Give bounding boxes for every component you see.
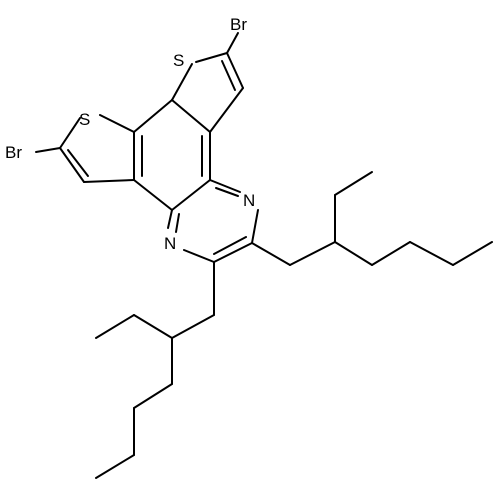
bond [171, 63, 193, 101]
bond [167, 209, 173, 229]
bond [95, 454, 135, 479]
sulfur-label: S [173, 51, 184, 70]
bond [171, 179, 211, 211]
bond [289, 241, 336, 266]
bond [195, 52, 228, 63]
bond [209, 179, 241, 193]
bond [67, 149, 89, 177]
bond [95, 314, 135, 339]
bond [215, 187, 239, 197]
bond [183, 249, 215, 263]
bond [59, 117, 81, 149]
bond [213, 236, 247, 255]
bond [133, 383, 173, 409]
bond [226, 52, 244, 89]
bond [334, 171, 373, 196]
bond [133, 314, 173, 339]
bond [251, 209, 259, 244]
sulfur-label: S [79, 110, 90, 129]
bond [213, 242, 253, 263]
bromine-label: Br [230, 15, 247, 34]
bond [171, 99, 211, 133]
bond [226, 32, 239, 54]
nitrogen-label: N [243, 191, 255, 210]
bond [175, 213, 180, 233]
atom-labels: Br S S Br N N [5, 15, 255, 253]
bonds [35, 32, 493, 479]
bromine-label: Br [5, 143, 22, 162]
bond [409, 241, 454, 266]
bond [133, 99, 173, 133]
bond [452, 241, 493, 266]
bond [99, 114, 135, 133]
bond [171, 314, 215, 339]
bond [371, 241, 411, 266]
bond [83, 179, 135, 183]
bond [221, 60, 236, 91]
bond [35, 147, 61, 153]
bond [334, 241, 373, 266]
bond [251, 242, 291, 266]
bond [209, 87, 244, 133]
bond [59, 147, 85, 183]
bond [133, 179, 173, 211]
nitrogen-label: N [164, 234, 176, 253]
